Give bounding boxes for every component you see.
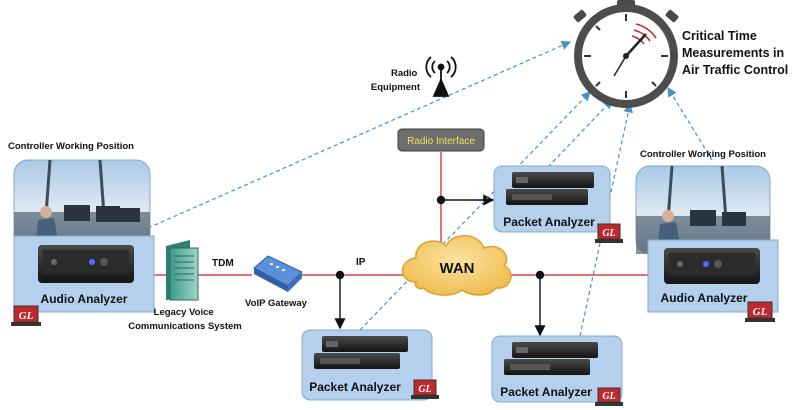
title-line-3: Air Traffic Control [682,63,788,77]
ip-label: IP [356,257,366,268]
radio-interface-label: Radio Interface [407,136,475,147]
svg-text:Legacy Voice Communication: Legacy Voice Communications System [128,307,242,332]
left-audio-analyzer-label: Audio Analyzer [41,292,128,306]
stopwatch-icon [573,0,679,108]
packet-top-gl-laptop-icon: GL [595,223,623,243]
wan-cloud-icon: WAN [401,235,512,296]
packet-analyzer-bottom-left-label: Packet Analyzer [309,380,401,394]
right-gl-laptop-icon: GL [745,301,775,322]
packet-analyzer-bottom-right: Packet Analyzer [491,335,623,403]
svg-text:Radio Equipment: Radio Equipment [371,68,421,93]
link-packet-bottom-left-to-clock [359,91,591,331]
packet-analyzer-bottom-left: Packet Analyzer [301,329,433,401]
link-packet-bottom-right-to-clock [579,102,633,337]
link-right-position-to-clock [667,86,713,161]
right-audio-analyzer: Audio Analyzer [647,239,779,313]
packet-bottom-left-gl-badge: GL [418,384,431,395]
right-audio-analyzer-label: Audio Analyzer [661,291,748,305]
packet-analyzer-bottom-right-label: Packet Analyzer [500,385,592,399]
packet-bottom-right-gl-badge: GL [602,391,615,402]
right-position-label: Controller Working Position [640,149,766,160]
tap-points [334,194,546,337]
title-line-2: Measurements in [682,46,784,60]
measurement-links [147,40,713,337]
svg-text:Critical Time Measurements: Critical Time Measurements in Air Traffi… [682,29,788,77]
right-gl-badge: GL [753,306,768,318]
legacy-label-line-1: Legacy Voice [154,307,214,318]
left-position-label: Controller Working Position [8,141,134,152]
legacy-label-line-2: Communications System [128,321,242,332]
radio-label-line-1: Radio [391,68,418,79]
packet-bottom-right-gl-laptop-icon: GL [595,387,623,406]
title-line-1: Critical Time [682,29,757,43]
wan-label: WAN [440,260,475,277]
link-packet-top-to-clock [547,99,613,168]
packet-top-gl-badge: GL [602,228,615,239]
packet-analyzer-top: Packet Analyzer [493,165,611,233]
radio-antenna-icon [425,56,457,97]
legacy-server-icon [166,240,199,301]
left-gl-laptop-icon: GL [11,305,41,326]
voip-gateway-label: VoIP Gateway [245,298,308,309]
packet-analyzer-top-label: Packet Analyzer [503,215,595,229]
packet-bottom-left-gl-laptop-icon: GL [411,379,439,399]
tdm-label: TDM [212,258,234,269]
left-gl-badge: GL [19,310,34,322]
radio-interface-box: Radio Interface [397,128,485,152]
left-audio-analyzer: Audio Analyzer [13,235,155,313]
radio-label-line-2: Equipment [371,82,421,93]
voip-gateway-icon [253,255,303,292]
